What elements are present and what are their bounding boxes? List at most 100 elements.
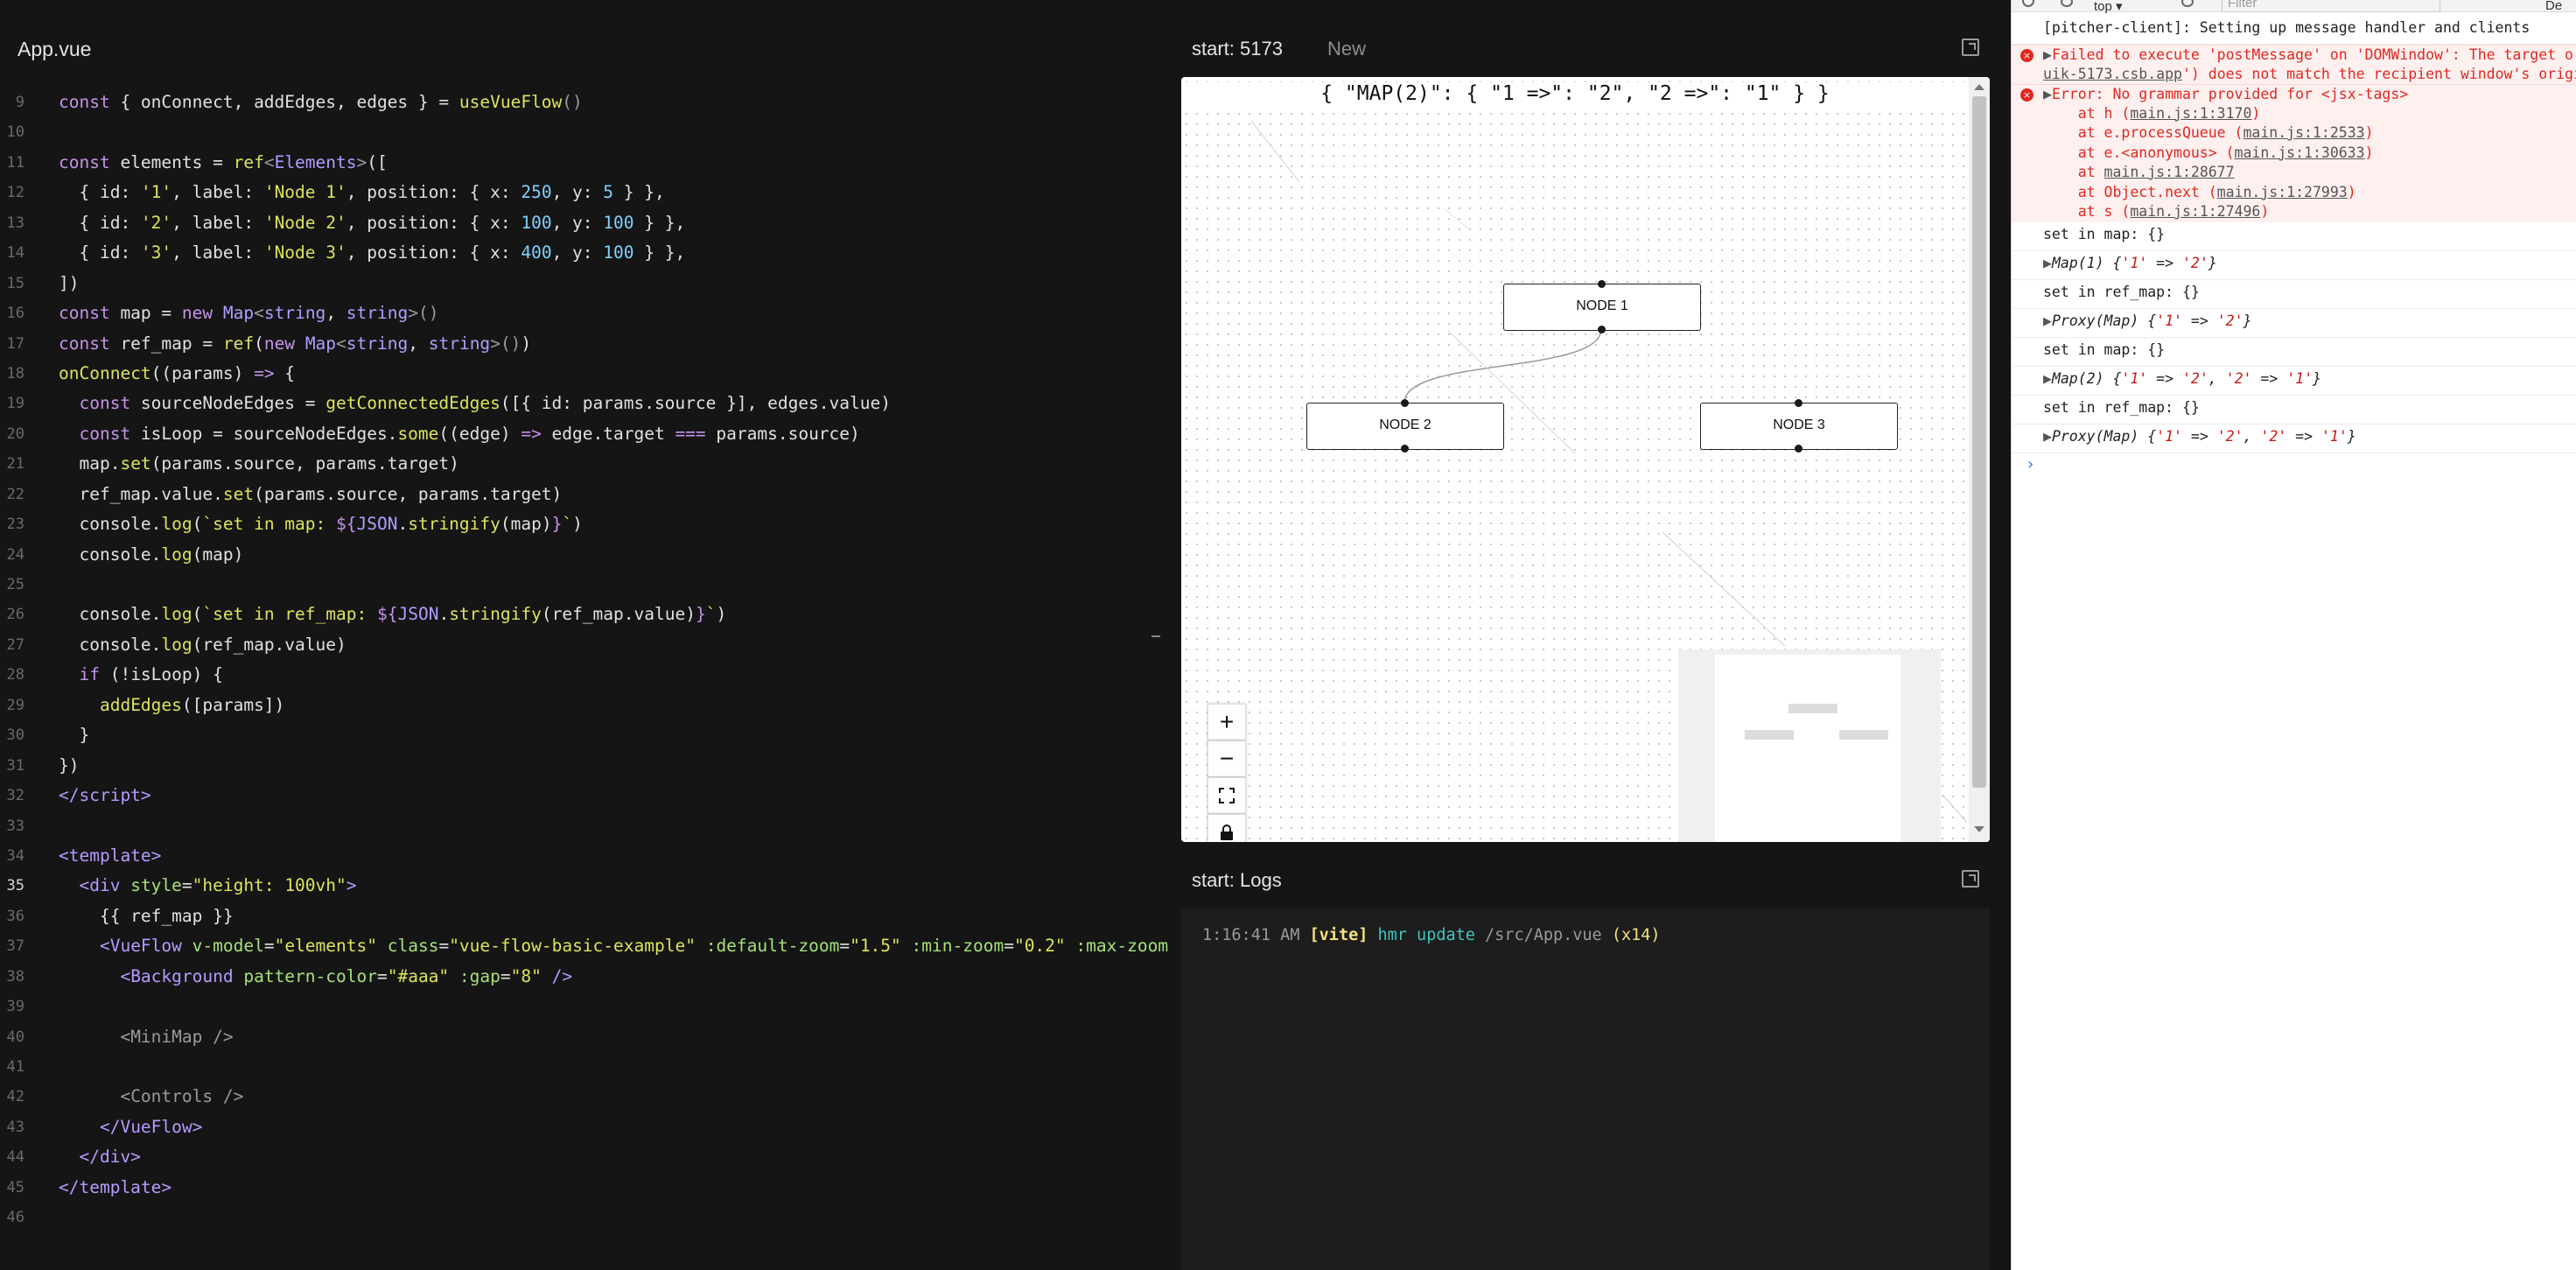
code-line[interactable]: 46	[0, 1203, 1169, 1232]
node-handle-target[interactable]	[1401, 399, 1409, 407]
console-log[interactable]: ▶Map(2) {'1' => '2', '2' => '1'}	[2012, 367, 2576, 396]
edge-1-2[interactable]	[1404, 328, 1602, 403]
console-error[interactable]: ×▶Failed to execute 'postMessage' on 'DO…	[2012, 45, 2576, 65]
console-log[interactable]: set in map: {}	[2012, 222, 2576, 251]
line-number: 23	[6, 516, 24, 534]
code-line[interactable]: 41	[0, 1052, 1169, 1082]
code-line[interactable]: 35 <div style="height: 100vh">	[0, 871, 1169, 901]
node-handle-target[interactable]	[1598, 280, 1606, 288]
flow-node-1[interactable]: NODE 1	[1503, 280, 1701, 333]
console-log[interactable]: ▶Proxy(Map) {'1' => '2', '2' => '1'}	[2012, 425, 2576, 453]
code-line[interactable]: 43 </VueFlow>	[0, 1112, 1169, 1142]
node-handle-source[interactable]	[1795, 445, 1802, 453]
tab-start-5173[interactable]: start: 5173	[1192, 38, 1283, 60]
flow-node-2[interactable]: NODE 2	[1306, 399, 1504, 453]
console-error-line[interactable]: at s (main.js:1:27496)	[2012, 202, 2576, 222]
minimap[interactable]	[1678, 649, 1941, 842]
code-line[interactable]: 25	[0, 570, 1169, 600]
code-line[interactable]: 44 </div>	[0, 1142, 1169, 1172]
code-line[interactable]: 26 console.log(`set in ref_map: ${JSON.s…	[0, 600, 1169, 629]
code-line[interactable]: 32</script>	[0, 781, 1169, 810]
zoom-out-button[interactable]: −	[1208, 740, 1246, 777]
code-line[interactable]: 37 <VueFlow v-model="elements" class="vu…	[0, 931, 1169, 961]
code-line[interactable]: 22 ref_map.value.set(params.source, para…	[0, 480, 1169, 509]
eye-icon[interactable]	[2181, 0, 2194, 7]
console-error[interactable]: ×▶Error: No grammar provided for <jsx-ta…	[2012, 84, 2576, 104]
tab-start-logs[interactable]: start: Logs	[1192, 869, 1282, 891]
code-line[interactable]: 38 <Background pattern-color="#aaa" :gap…	[0, 962, 1169, 992]
code-line[interactable]: 15])	[0, 269, 1169, 298]
console-error-line[interactable]: uik-5173.csb.app') does not match the re…	[2012, 64, 2576, 84]
code-line[interactable]: 24 console.log(map)	[0, 540, 1169, 570]
minimap-viewport[interactable]	[1715, 655, 1900, 842]
code-line[interactable]: 34<template>	[0, 841, 1169, 871]
log-levels-dropdown[interactable]: De	[2545, 0, 2563, 13]
node-handle-target[interactable]	[1795, 399, 1802, 407]
panel-resize-handle[interactable]	[1152, 635, 1160, 637]
console-log[interactable]: ▶Map(1) {'1' => '2'}	[2012, 251, 2576, 280]
code-line[interactable]: 45</template>	[0, 1173, 1169, 1203]
error-icon: ×	[2020, 49, 2034, 62]
console-error-line[interactable]: at e.processQueue (main.js:1:2533)	[2012, 123, 2576, 144]
code-line[interactable]: 42 <Controls />	[0, 1082, 1169, 1112]
code-line[interactable]: 14 { id: '3', label: 'Node 3', position:…	[0, 238, 1169, 268]
code-line[interactable]: 33	[0, 811, 1169, 841]
expand-logs-icon[interactable]	[1962, 870, 1979, 888]
code-line[interactable]: 27 console.log(ref_map.value)	[0, 630, 1169, 660]
code-line[interactable]: 31})	[0, 751, 1169, 781]
tab-new[interactable]: New	[1327, 38, 1367, 60]
flow-node-3[interactable]: NODE 3	[1700, 399, 1898, 453]
code-line[interactable]: 39	[0, 992, 1169, 1021]
clear-console-icon[interactable]	[2061, 0, 2073, 7]
console-error-line[interactable]: at e.<anonymous> (main.js:1:30633)	[2012, 143, 2576, 163]
context-select[interactable]: top ▾	[2094, 0, 2123, 14]
scroll-thumb[interactable]	[1972, 96, 1986, 788]
zoom-in-button[interactable]: +	[1208, 704, 1246, 740]
code-text: {{ ref_map }}	[59, 905, 234, 926]
lock-button[interactable]	[1208, 814, 1246, 842]
console-log[interactable]: [pitcher-client]: Setting up message han…	[2012, 16, 2576, 45]
node-handle-source[interactable]	[1401, 445, 1409, 453]
code-line[interactable]: 20 const isLoop = sourceNodeEdges.some((…	[0, 419, 1169, 449]
editor-tab[interactable]: App.vue	[18, 38, 92, 60]
sidebar-toggle-icon[interactable]	[2022, 0, 2034, 7]
scroll-down-icon[interactable]	[1974, 826, 1984, 832]
devtools-console[interactable]: top ▾ Filter De [pitcher-client]: Settin…	[2011, 0, 2576, 1270]
code-line[interactable]: 40 <MiniMap />	[0, 1022, 1169, 1052]
code-line[interactable]: 29 addEdges([params])	[0, 691, 1169, 720]
console-error-line[interactable]: at h (main.js:1:3170)	[2012, 103, 2576, 123]
console-log[interactable]: ▶Proxy(Map) {'1' => '2'}	[2012, 309, 2576, 338]
code-line[interactable]: 30 }	[0, 720, 1169, 750]
console-log[interactable]: set in map: {}	[2012, 338, 2576, 367]
fit-view-button[interactable]	[1208, 777, 1246, 814]
console-error-line[interactable]: at Object.next (main.js:1:27993)	[2012, 182, 2576, 202]
console-log[interactable]: set in ref_map: {}	[2012, 280, 2576, 309]
preview-scrollbar[interactable]	[1969, 77, 1990, 842]
code-line[interactable]: 23 console.log(`set in map: ${JSON.strin…	[0, 509, 1169, 539]
code-line[interactable]: 28 if (!isLoop) {	[0, 660, 1169, 690]
scroll-up-icon[interactable]	[1974, 84, 1984, 90]
code-line[interactable]: 13 { id: '2', label: 'Node 2', position:…	[0, 208, 1169, 238]
console-log[interactable]: set in ref_map: {}	[2012, 396, 2576, 425]
code-line[interactable]: 19 const sourceNodeEdges = getConnectedE…	[0, 389, 1169, 418]
filter-input[interactable]: Filter	[2222, 0, 2440, 12]
console-prompt[interactable]: ›	[2026, 455, 2035, 474]
node-handle-source[interactable]	[1598, 326, 1606, 333]
console-error-line[interactable]: at main.js:1:28677	[2012, 163, 2576, 183]
fit-view-icon	[1219, 788, 1235, 803]
code-line[interactable]: 21 map.set(params.source, params.target)	[0, 449, 1169, 479]
code-line[interactable]: 12 { id: '1', label: 'Node 1', position:…	[0, 178, 1169, 207]
code-line[interactable]: 10	[0, 117, 1169, 147]
preview-frame[interactable]: NODE 1 NODE 2 NODE 3 { "MAP(2)": { "1 =>…	[1181, 77, 1990, 842]
code-line[interactable]: 36 {{ ref_map }}	[0, 902, 1169, 931]
vue-flow-canvas[interactable]: NODE 1 NODE 2 NODE 3 { "MAP(2)": { "1 =>…	[1181, 77, 1969, 842]
console-text: ▶Error: No grammar provided for <jsx-tag…	[2043, 86, 2409, 102]
expand-preview-icon[interactable]	[1962, 39, 1979, 56]
